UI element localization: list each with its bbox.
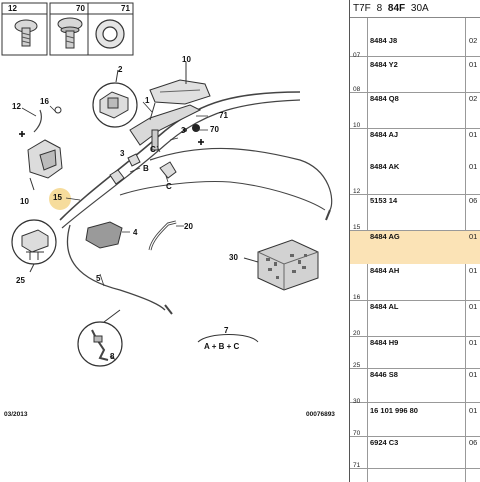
part-number: 8484 Y2 — [370, 60, 398, 69]
quantity: 01 — [469, 302, 478, 311]
part-number: 8484 AJ — [370, 130, 399, 139]
callout-2: 2 — [118, 65, 123, 74]
parts-header: T7F 8 84F 30A — [350, 0, 480, 18]
callout-70-box: 70 — [76, 4, 85, 13]
row-separator — [350, 436, 480, 437]
callout-25: 25 — [16, 276, 25, 285]
exploded-parts-diagram: 12 70 71 2 10 16 12 1 71 70 3 C 3 B C 10… — [1, 2, 335, 418]
quantity: 02 — [469, 36, 478, 45]
callout-10-top: 10 — [182, 55, 191, 64]
callout-30: 30 — [229, 253, 238, 262]
callout-16: 16 — [40, 97, 49, 106]
screw-12-icon — [14, 19, 38, 47]
quantity: 06 — [469, 196, 478, 205]
callout-4: 5 — [96, 274, 101, 283]
row-separator — [350, 128, 480, 129]
row-index: 71 — [353, 462, 361, 469]
highlight-callout-15 — [49, 188, 71, 210]
tube-20 — [148, 220, 177, 251]
footer-date: 03/2013 — [4, 411, 28, 418]
row-separator — [350, 300, 480, 301]
header-num: 8 — [376, 3, 383, 14]
washer-71-icon — [95, 19, 125, 49]
parts-list-panel: T7F 8 84F 30A 8484 J8 02 07 8484 Y2 01 08 8484… — [349, 0, 480, 482]
footer-ref: 00076893 — [306, 411, 335, 418]
callout-12: 12 — [8, 4, 17, 13]
callout-15: 15 — [53, 193, 62, 202]
callout-3: 4 — [133, 228, 138, 237]
highlighted-row-15 — [350, 230, 480, 264]
callout-71: 71 — [219, 111, 228, 120]
part-number: 8484 Q8 — [370, 94, 399, 103]
row-separator — [350, 92, 480, 93]
callout-10-bottom: 10 — [20, 197, 29, 206]
row-index: 12 — [353, 188, 361, 195]
part-number: 8446 S8 — [370, 370, 398, 379]
quantity: 01 — [469, 338, 478, 347]
part-number: 8484 AG — [370, 232, 400, 241]
bracket-10-upper — [149, 79, 211, 105]
row-separator — [350, 56, 480, 57]
fastener-dot — [192, 124, 200, 132]
callout-B: C — [150, 145, 156, 154]
callout-12-diagram: 12 — [12, 102, 21, 111]
part-number: 8484 J8 — [370, 36, 398, 45]
cable-main — [59, 91, 301, 221]
row-index: 07 — [353, 52, 361, 59]
part-number: 6924 C3 — [370, 438, 399, 447]
row-separator — [350, 468, 480, 469]
row-separator — [350, 368, 480, 369]
callout-70: 70 — [210, 125, 219, 134]
header-model: T7F — [353, 3, 371, 14]
pad-3 — [85, 221, 123, 249]
part-number: 8484 AL — [370, 302, 399, 311]
callout-7: 7 — [224, 326, 229, 335]
row-index: 30 — [353, 398, 361, 405]
row-index: 10 — [353, 122, 361, 129]
callout-C: C — [166, 182, 172, 191]
callout-5-right: 3 — [181, 126, 186, 135]
quantity: 01 — [469, 130, 478, 139]
quantity: 01 — [469, 266, 478, 275]
part-number: 16 101 996 80 — [370, 406, 418, 415]
quantity: 01 — [469, 232, 478, 241]
quantity: 01 — [469, 370, 478, 379]
row-index: 70 — [353, 430, 361, 437]
row-separator — [350, 230, 480, 231]
callout-8: 8 — [110, 352, 115, 361]
row-index: 25 — [353, 362, 361, 369]
row-index: 15 — [353, 224, 361, 231]
screw-70-icon — [57, 17, 83, 49]
cable-right — [149, 147, 333, 211]
part-number: 8484 H9 — [370, 338, 399, 347]
header-ref: 30A — [410, 3, 429, 14]
quantity: 06 — [469, 438, 478, 447]
row-separator — [350, 336, 480, 337]
row-index: 08 — [353, 86, 361, 93]
diagram-drawing — [1, 2, 333, 367]
quantity: 01 — [469, 406, 478, 415]
lever-assembly-1 — [129, 104, 202, 146]
callout-1: 1 — [145, 96, 150, 105]
part-number: 5153 14 — [370, 196, 398, 205]
row-separator — [350, 194, 480, 195]
part-number: 8484 AH — [370, 266, 400, 275]
header-group: 84F — [387, 3, 406, 14]
cable-4 — [66, 224, 166, 311]
callout-A: B — [143, 164, 149, 173]
row-index: 20 — [353, 330, 361, 337]
callout-formula: A + B + C — [204, 342, 240, 351]
quantity: 02 — [469, 94, 478, 103]
row-index: 16 — [353, 294, 361, 301]
callout-20: 20 — [184, 222, 193, 231]
quantity: 01 — [469, 162, 478, 171]
callout-5-left: 3 — [120, 149, 125, 158]
quantity: 01 — [469, 60, 478, 69]
module-30 — [257, 239, 319, 291]
part-number: 8484 AK — [370, 162, 400, 171]
row-separator — [350, 402, 480, 403]
callout-71-box: 71 — [121, 4, 130, 13]
